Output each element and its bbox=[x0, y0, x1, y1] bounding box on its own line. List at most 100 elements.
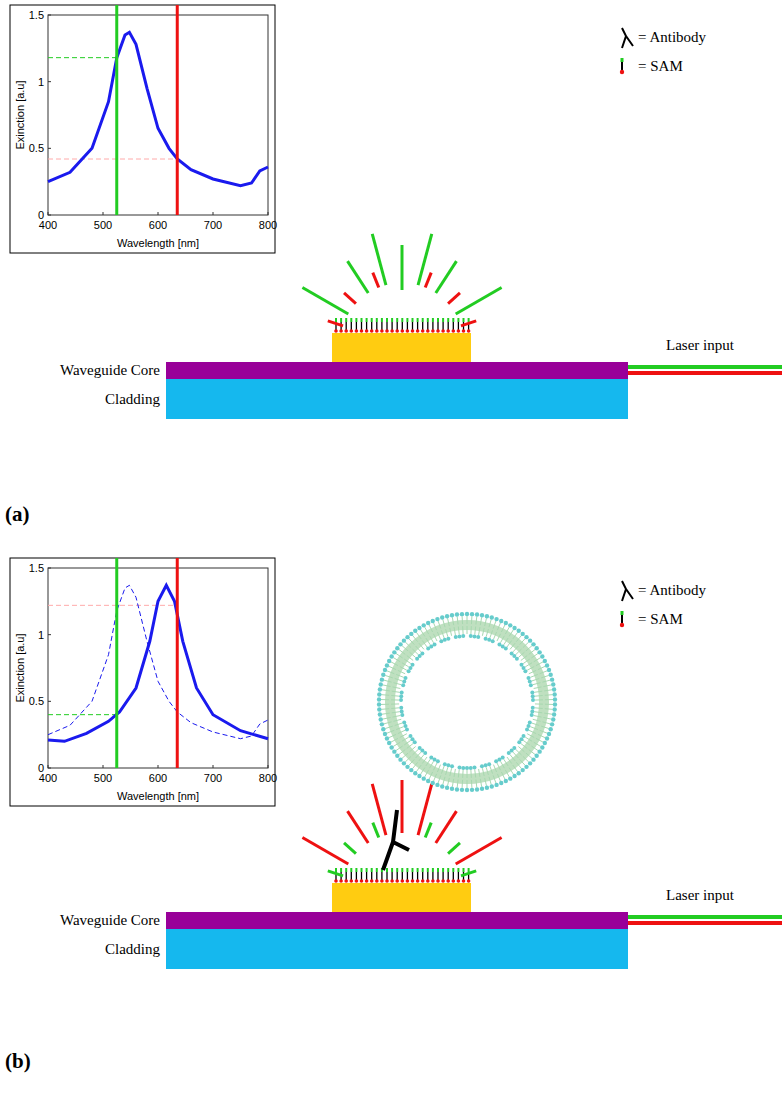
sam-molecule bbox=[421, 329, 425, 333]
sam-molecule bbox=[381, 322, 382, 330]
lipid-head bbox=[522, 734, 526, 738]
sam-molecule bbox=[361, 322, 362, 330]
lipid-tail bbox=[457, 779, 459, 787]
sam-molecule bbox=[401, 868, 403, 872]
lipid-tail bbox=[497, 774, 500, 781]
axis-text: 700 bbox=[204, 219, 222, 231]
sam-molecule bbox=[366, 868, 368, 872]
lipid-head bbox=[469, 766, 473, 770]
sam-molecule bbox=[417, 318, 419, 322]
lipid-tail bbox=[396, 727, 403, 730]
sam-molecule bbox=[370, 879, 374, 883]
lipid-head bbox=[381, 673, 385, 677]
lipid-tail bbox=[467, 770, 468, 778]
sam-molecule bbox=[355, 879, 359, 883]
lipid-head bbox=[519, 663, 523, 667]
lipid-tail bbox=[454, 769, 455, 777]
lipid-tail bbox=[430, 761, 434, 768]
sam-molecule bbox=[340, 318, 342, 322]
tick bbox=[48, 701, 51, 702]
guide-line bbox=[48, 57, 117, 58]
lipid-head bbox=[545, 736, 549, 740]
sam-molecule bbox=[426, 329, 430, 333]
sam-molecule bbox=[468, 868, 470, 872]
scattered-light bbox=[448, 293, 460, 304]
lipid-head bbox=[473, 766, 477, 770]
lipid-head bbox=[392, 650, 396, 654]
sam-molecule bbox=[350, 868, 352, 872]
lipid-tail bbox=[443, 619, 445, 627]
lipid-tail bbox=[391, 695, 399, 697]
lipid-head bbox=[402, 720, 406, 724]
lipid-head bbox=[517, 629, 521, 633]
lipid-head bbox=[510, 651, 514, 655]
gold-nanostructure bbox=[332, 333, 471, 362]
sam-molecule bbox=[385, 329, 389, 333]
lipid-head bbox=[387, 741, 391, 745]
lipid-tail bbox=[467, 626, 468, 634]
lipid-head bbox=[400, 709, 404, 713]
lipid-tail bbox=[523, 740, 530, 745]
lipid-tail bbox=[402, 737, 409, 741]
sam-molecule bbox=[412, 318, 414, 322]
lipid-head bbox=[494, 783, 498, 787]
sam-molecule bbox=[346, 872, 347, 880]
lipid-head bbox=[494, 617, 498, 621]
lipid-head bbox=[517, 771, 521, 775]
sam-molecule bbox=[402, 872, 403, 880]
lipid-tail bbox=[391, 703, 399, 704]
lipid-tail bbox=[471, 780, 472, 788]
sam-molecule bbox=[334, 329, 338, 333]
scattered-light bbox=[436, 261, 457, 293]
lipid-tail bbox=[534, 658, 541, 662]
lipid-tail bbox=[399, 750, 405, 755]
lipid-head bbox=[380, 722, 384, 726]
axis-text: 500 bbox=[94, 219, 112, 231]
lipid-head bbox=[531, 698, 535, 702]
lipid-head bbox=[550, 677, 554, 681]
lipid-tail bbox=[542, 722, 550, 724]
lipid-tail bbox=[437, 765, 440, 772]
lipid-tail bbox=[504, 759, 508, 766]
lipid-head bbox=[378, 687, 382, 691]
sam-molecule bbox=[395, 879, 399, 883]
lipid-head bbox=[484, 763, 488, 767]
lipid-tail bbox=[480, 617, 481, 625]
lipid-tail bbox=[392, 712, 400, 713]
sam-molecule bbox=[396, 868, 398, 872]
axis-text: Exinction [a.u] bbox=[14, 80, 26, 149]
lipid-tail bbox=[395, 723, 403, 725]
sam-molecule bbox=[467, 879, 471, 883]
lipid-head bbox=[402, 761, 406, 765]
axis-text: 1.5 bbox=[29, 562, 44, 574]
lipid-tail bbox=[462, 616, 463, 624]
lipid-head bbox=[529, 683, 533, 687]
lipid-head bbox=[528, 680, 532, 684]
sam-molecule bbox=[395, 329, 399, 333]
sam-molecule bbox=[366, 872, 367, 880]
lipid-head bbox=[548, 673, 552, 677]
lipid-tail bbox=[486, 629, 488, 637]
lipid-tail bbox=[485, 618, 487, 626]
lipid-head bbox=[504, 779, 508, 783]
tick bbox=[158, 212, 159, 215]
scattered-light bbox=[401, 780, 404, 833]
lipid-tail bbox=[452, 779, 453, 787]
legend-text: = SAM bbox=[638, 611, 683, 628]
lipid-tail bbox=[513, 765, 518, 771]
sam-molecule bbox=[397, 872, 398, 880]
lipid-tail bbox=[387, 730, 394, 733]
lipid-tail bbox=[500, 761, 504, 768]
lipid-tail bbox=[381, 708, 389, 710]
lipid-head bbox=[504, 621, 508, 625]
lipid-tail bbox=[407, 744, 413, 749]
lipid-tail bbox=[535, 703, 543, 704]
sam-molecule bbox=[335, 318, 337, 322]
tick bbox=[48, 215, 51, 216]
lipid-tail bbox=[531, 746, 538, 751]
sam-molecule bbox=[397, 322, 398, 330]
sam-molecule bbox=[345, 868, 347, 872]
sam-molecule bbox=[442, 318, 444, 322]
lipid-tail bbox=[480, 779, 481, 787]
sam-molecule bbox=[448, 872, 449, 880]
